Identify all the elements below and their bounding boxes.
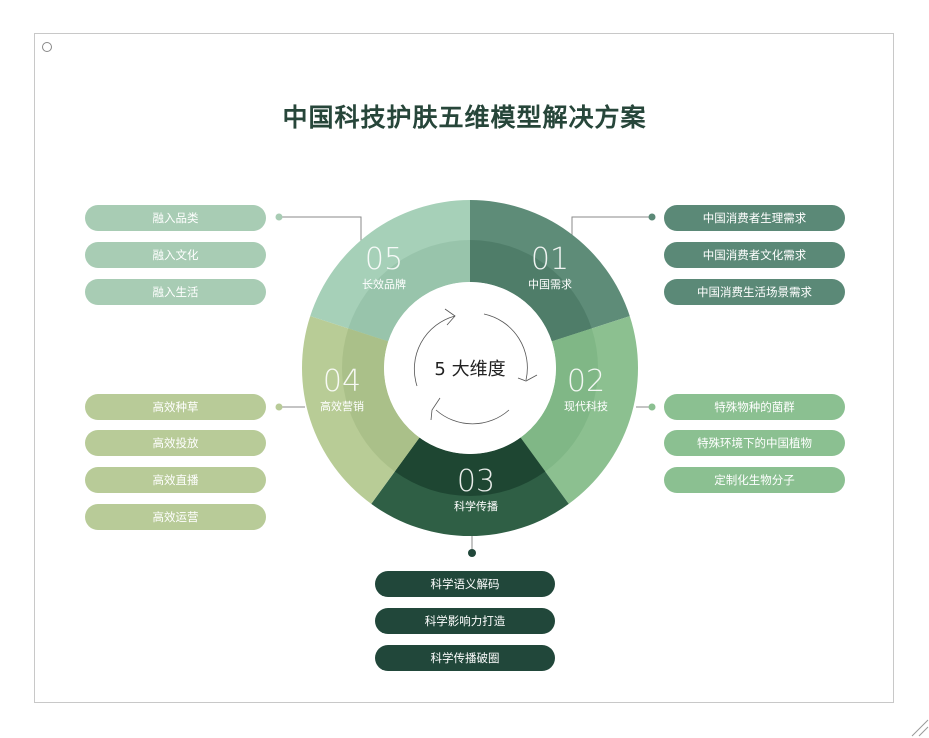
pill-03-3[interactable]: 科学传播破圈 — [375, 645, 555, 671]
segment-05[interactable] — [310, 200, 470, 342]
segment-02-number: 02 — [566, 364, 606, 399]
pill-03-1[interactable]: 科学语义解码 — [375, 571, 555, 597]
segment-01-label: 中国需求 — [528, 278, 572, 291]
pill-02-3[interactable]: 定制化生物分子 — [664, 467, 845, 493]
segment-01-label-group: 01 中国需求 — [510, 244, 590, 292]
segment-03-label: 科学传播 — [454, 500, 498, 513]
segment-01-number: 01 — [530, 242, 570, 277]
center-label: 5 大维度 — [434, 359, 506, 380]
pill-05-2[interactable]: 融入文化 — [85, 242, 266, 268]
cycle-arrows-icon — [413, 308, 538, 425]
segment-05-label-group: 05 长效品牌 — [344, 244, 424, 292]
pill-04-3[interactable]: 高效直播 — [85, 467, 266, 493]
segment-03[interactable] — [371, 437, 569, 537]
segment-01[interactable] — [470, 200, 630, 342]
segment-04-label: 高效营销 — [320, 400, 364, 413]
segment-02-label: 现代科技 — [564, 400, 608, 413]
segment-04[interactable] — [301, 316, 420, 504]
pill-05-1[interactable]: 融入品类 — [85, 205, 266, 231]
pill-02-1[interactable]: 特殊物种的菌群 — [664, 394, 845, 420]
resize-handle-icon[interactable] — [910, 718, 929, 738]
pill-01-3[interactable]: 中国消费生活场景需求 — [664, 279, 845, 305]
pill-02-2[interactable]: 特殊环境下的中国植物 — [664, 430, 845, 456]
segment-02-label-group: 02 现代科技 — [546, 366, 626, 414]
pill-04-2[interactable]: 高效投放 — [85, 430, 266, 456]
segment-05-number: 05 — [364, 242, 404, 277]
pill-01-2[interactable]: 中国消费者文化需求 — [664, 242, 845, 268]
segment-03-number: 03 — [456, 464, 496, 499]
pill-05-3[interactable]: 融入生活 — [85, 279, 266, 305]
segment-04-number: 04 — [322, 364, 362, 399]
center-circle — [384, 282, 556, 454]
circle-handle-icon[interactable] — [42, 42, 52, 52]
segment-04-label-group: 04 高效营销 — [302, 366, 382, 414]
segment-03-label-group: 03 科学传播 — [436, 466, 516, 514]
pill-04-1[interactable]: 高效种草 — [85, 394, 266, 420]
pill-04-4[interactable]: 高效运营 — [85, 504, 266, 530]
pill-01-1[interactable]: 中国消费者生理需求 — [664, 205, 845, 231]
connector-dots — [275, 213, 656, 557]
segment-02[interactable] — [520, 316, 639, 504]
pill-03-2[interactable]: 科学影响力打造 — [375, 608, 555, 634]
diagram-title: 中国科技护肤五维模型解决方案 — [282, 103, 647, 132]
segment-05-label: 长效品牌 — [362, 278, 406, 291]
